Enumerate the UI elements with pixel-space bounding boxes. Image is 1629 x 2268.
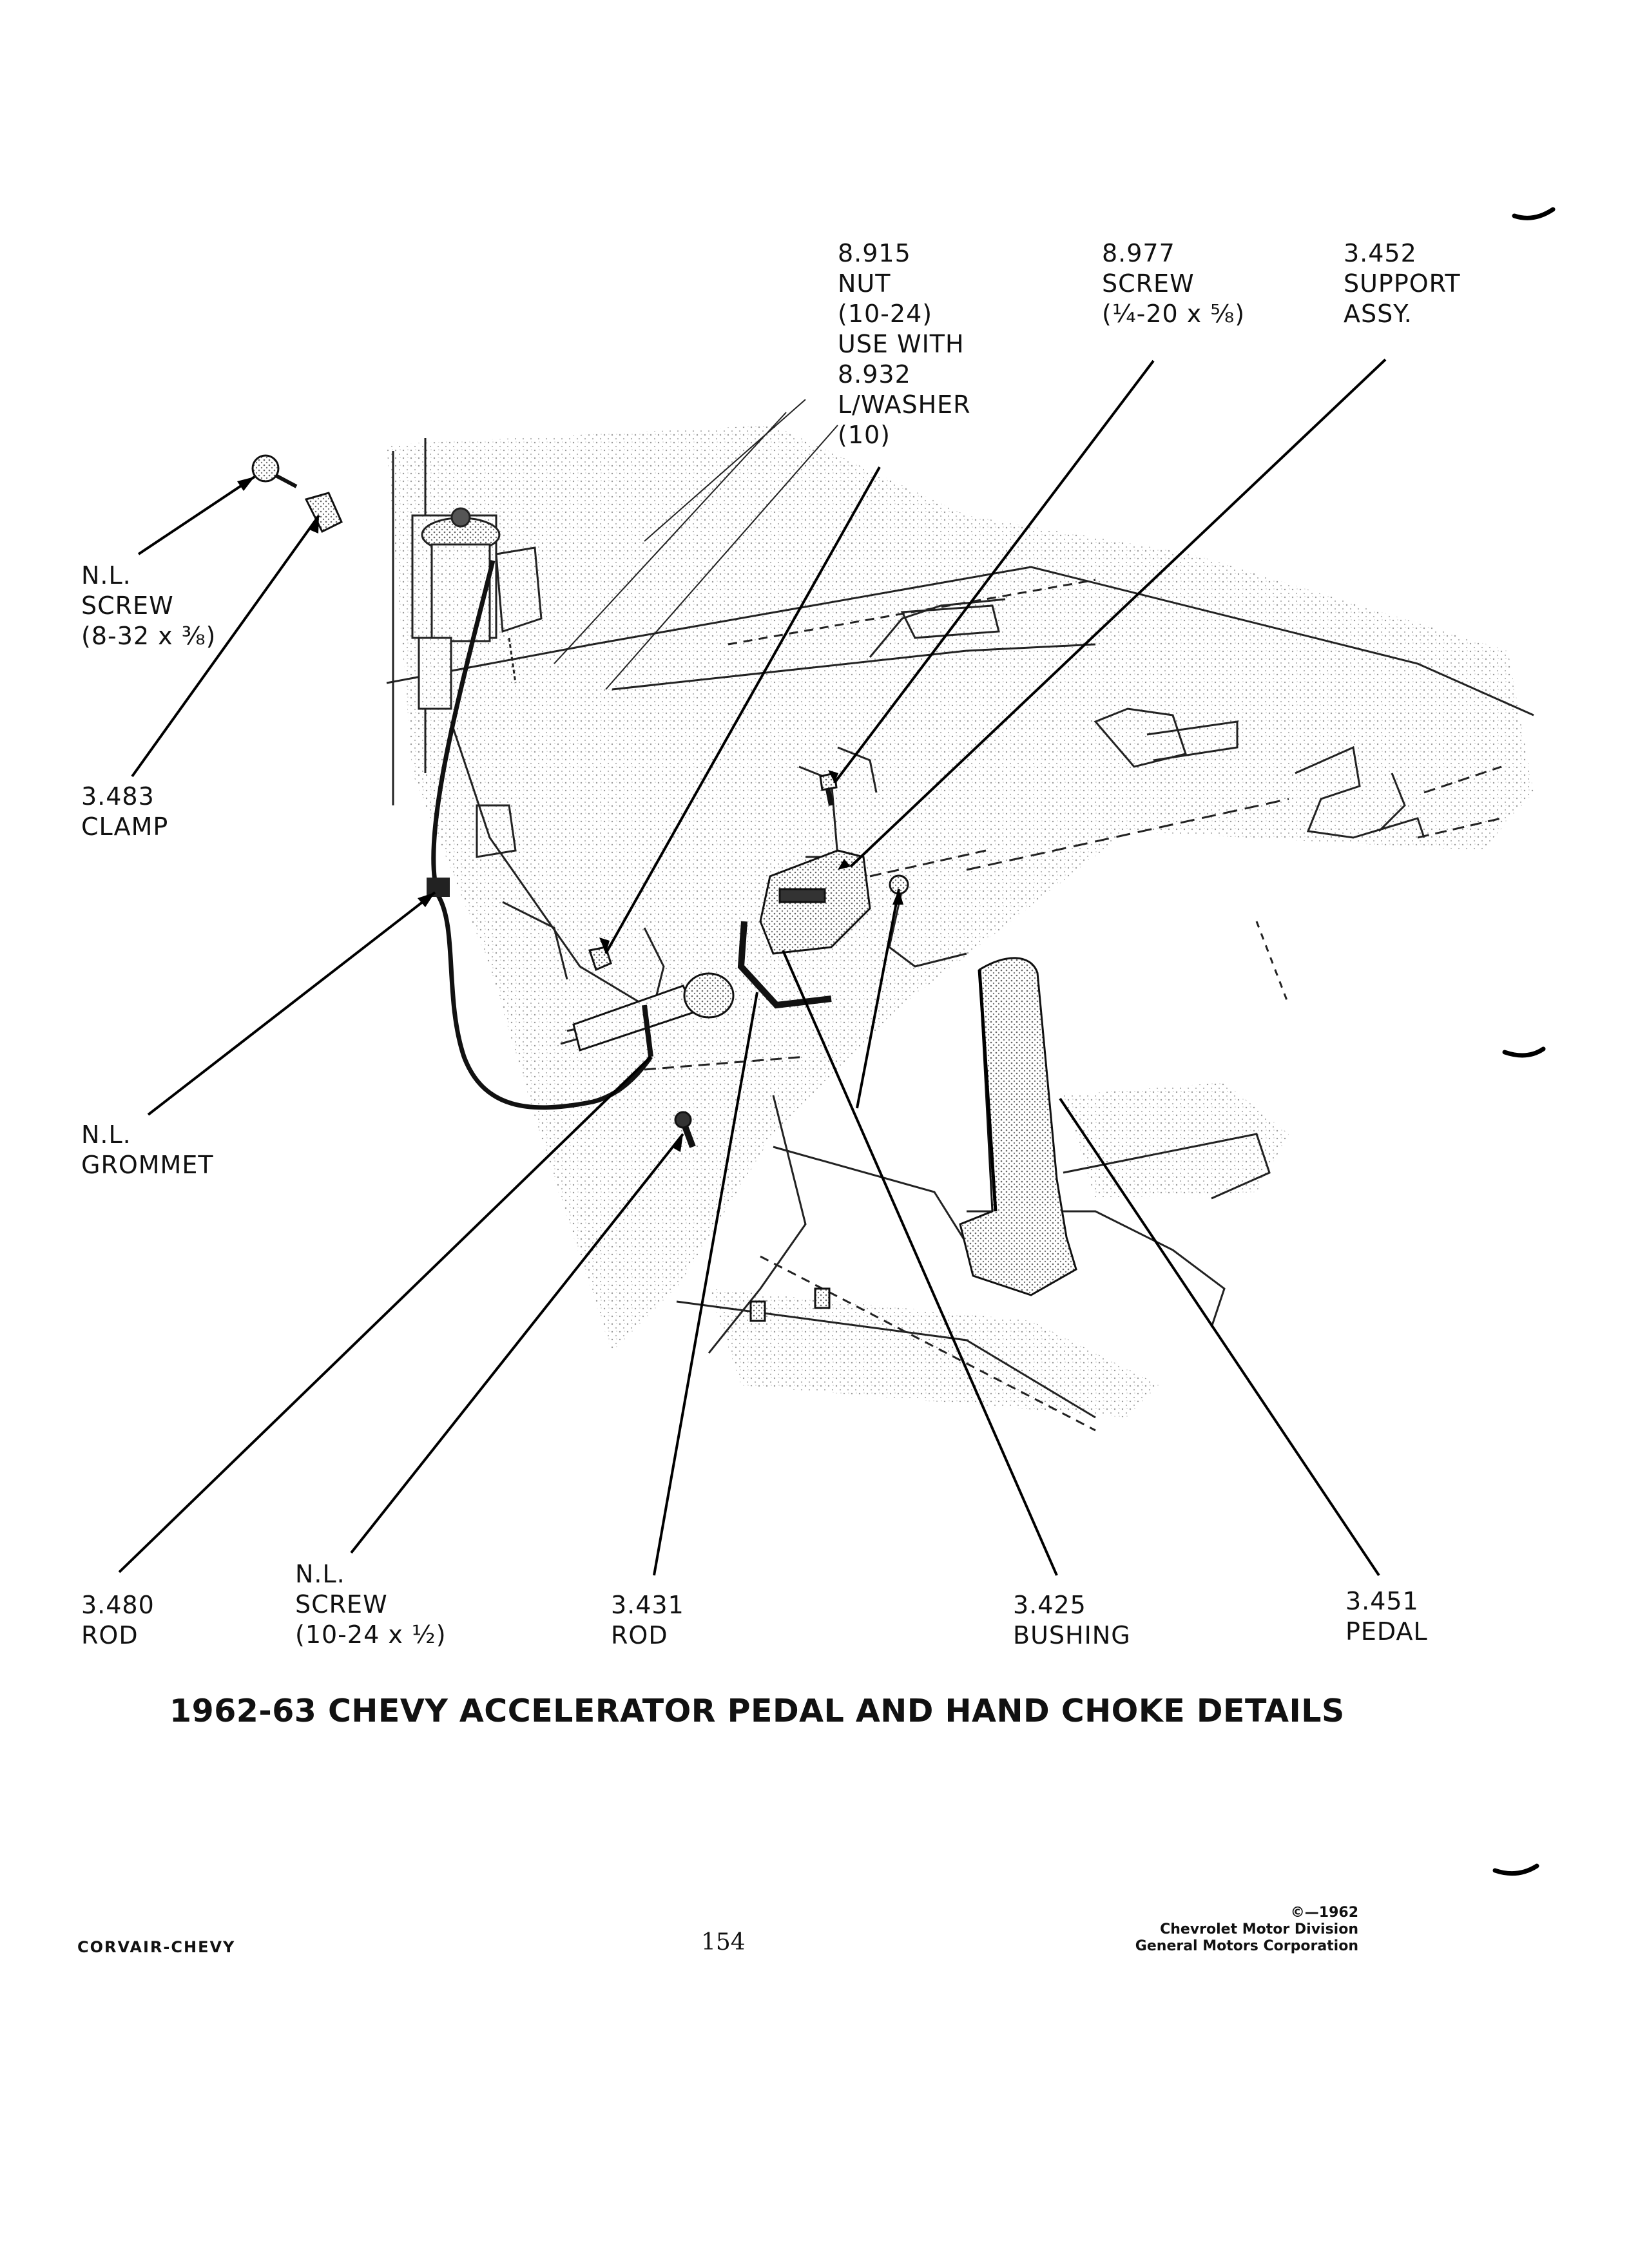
callout-pedal: 3.451 PEDAL [1345,1586,1428,1647]
callout-line: 3.483 [81,782,155,811]
callout-line: SCREW [81,591,174,620]
callout-line: 3.480 [81,1591,155,1619]
nl-screw-8-32 [251,454,298,488]
callout-line: USE WITH [838,330,965,358]
callout-line: GROMMET [81,1151,214,1179]
firewall-background [387,425,1534,1418]
choke-knob-bracket [572,972,735,1148]
callout-grommet: N.L. GROMMET [81,1120,214,1180]
callout-support: 3.452 SUPPORT ASSY. [1344,238,1461,329]
callout-line: N.L. [295,1560,345,1588]
leader-pedal [1059,1097,1380,1577]
choke-cable [431,560,653,1110]
leader-bushing [782,950,1058,1576]
pedal-support-assembly [759,772,909,955]
callout-line: (10-24 x ½) [295,1620,447,1649]
callout-nl-screw-left: N.L. SCREW (8-32 x ⅜) [81,561,216,651]
copyright-line: ©—1962 [1290,1905,1358,1921]
callout-line: 3.431 [611,1591,684,1619]
callout-line: ROD [81,1621,139,1649]
callout-line: 3.451 [1345,1587,1419,1615]
figure-title: 1962-63 CHEVY ACCELERATOR PEDAL AND HAND… [169,1693,1345,1729]
leader-rod-480 [118,1055,652,1573]
leader-nl-screw-bottom [350,1133,684,1554]
callout-clamp: 3.483 CLAMP [81,782,168,842]
binding-marks [1492,207,1556,1876]
floor-studs [749,1287,831,1322]
callout-screw-top: 8.977 SCREW (¼-20 x ⅝) [1102,238,1245,329]
callout-line: (10) [838,421,891,449]
leader-nut [604,466,881,954]
arrowheads [237,477,903,1152]
callout-line: 8.915 [838,239,911,267]
leader-support [849,358,1387,868]
callout-line: 3.425 [1013,1591,1086,1619]
callout-rod-480: 3.480 ROD [81,1590,155,1651]
callout-bushing: 3.425 BUSHING [1013,1590,1131,1651]
callout-line: SCREW [295,1590,388,1619]
leader-rod-431 [653,992,758,1576]
callout-line: CLAMP [81,812,169,841]
copyright-line: General Motors Corporation [1135,1938,1358,1954]
callout-line: SCREW [1102,269,1195,298]
callout-line: 3.452 [1344,239,1417,267]
callout-line: ASSY. [1344,300,1412,328]
callout-line: 8.932 [838,360,911,389]
leader-nl-screw-left [137,476,256,555]
callout-line: NUT [838,269,891,298]
callout-nut: 8.915 NUT (10-24) USE WITH 8.932 L/WASHE… [838,238,971,450]
copyright-line: Chevrolet Motor Division [1160,1921,1358,1937]
leader-bushing-2 [856,889,900,1109]
callout-line: (10-24) [838,300,933,328]
callout-line: N.L. [81,561,131,590]
pedal-rod [737,921,832,1009]
callout-line: L/WASHER [838,390,971,419]
footer-left: CORVAIR-CHEVY [77,1938,236,1956]
leader-lines [118,358,1387,1577]
callout-line: (¼-20 x ⅝) [1102,300,1246,328]
cable-grommet [427,878,450,897]
accelerator-pedal [959,957,1077,1296]
callout-line: N.L. [81,1120,131,1149]
callout-line: ROD [611,1621,668,1649]
callout-line: 8.977 [1102,239,1175,267]
callout-line: (8-32 x ⅜) [81,622,217,650]
copyright-block: ©—1962 Chevrolet Motor Division General … [1135,1905,1358,1955]
callout-line: BUSHING [1013,1621,1131,1649]
leader-grommet [147,891,436,1116]
leader-clamp [131,514,320,778]
callout-rod-431: 3.431 ROD [611,1590,684,1651]
callout-nl-screw-bottom: N.L. SCREW (10-24 x ½) [295,1559,447,1650]
leader-screw-top [833,360,1155,784]
callout-line: SUPPORT [1344,269,1461,298]
callout-line: PEDAL [1345,1617,1428,1646]
body-panel-outlines [386,399,1534,1432]
page-number: 154 [701,1929,746,1956]
carburetor-assembly [411,507,543,710]
